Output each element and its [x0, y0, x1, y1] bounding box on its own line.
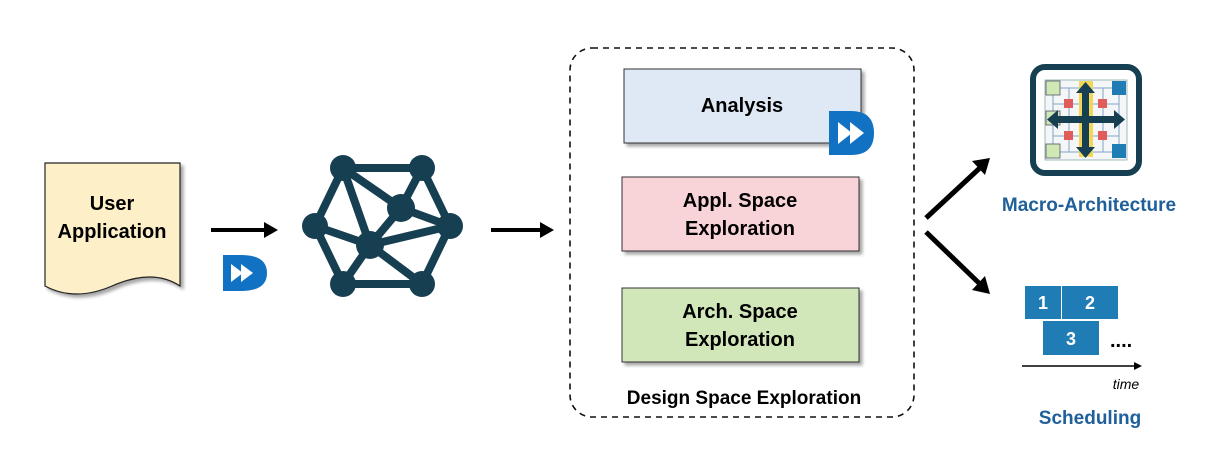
arrow-head	[972, 158, 990, 175]
arch-space-box: Arch. Space Exploration	[621, 287, 860, 363]
appl-space-box: Appl. Space Exploration	[621, 176, 860, 252]
scheduling-chart: 1 2 3 .... time	[1022, 286, 1142, 392]
schedule-block-label: 3	[1066, 329, 1076, 349]
analysis-box: Analysis	[623, 68, 862, 144]
user-application-line2: Application	[58, 221, 167, 243]
user-application-document: User Application	[44, 162, 181, 295]
macro-architecture-icon	[1030, 64, 1142, 176]
schedule-ellipsis: ....	[1110, 330, 1132, 352]
arrow-head	[264, 222, 278, 238]
analysis-label: Analysis	[701, 95, 783, 117]
schedule-block	[1062, 286, 1118, 319]
document-icon	[44, 162, 181, 295]
tool-logo-icon	[223, 255, 267, 291]
dse-title: Design Space Exploration	[627, 388, 861, 409]
schedule-block	[1025, 286, 1061, 319]
arrow-icon	[924, 164, 984, 220]
schedule-block	[1043, 321, 1099, 355]
macro-architecture-label: Macro-Architecture	[1002, 195, 1176, 216]
time-axis-arrowhead	[1134, 362, 1142, 370]
user-application-line1: User	[90, 193, 135, 215]
arrow-head	[540, 222, 554, 238]
appl-space-line2: Exploration	[685, 218, 795, 240]
time-axis-label: time	[1113, 376, 1140, 392]
scheduling-label: Scheduling	[1039, 408, 1141, 429]
appl-space-line1: Appl. Space	[683, 190, 797, 212]
arrow-icon	[924, 230, 984, 288]
arrow-head	[972, 276, 990, 294]
arch-space-line1: Arch. Space	[682, 301, 798, 323]
arch-space-line2: Exploration	[685, 329, 795, 351]
schedule-block-label: 1	[1038, 293, 1048, 313]
tool-logo-icon	[829, 111, 874, 155]
dse-container	[569, 47, 915, 418]
graph-network-icon	[302, 155, 463, 297]
schedule-block-label: 2	[1085, 293, 1095, 313]
